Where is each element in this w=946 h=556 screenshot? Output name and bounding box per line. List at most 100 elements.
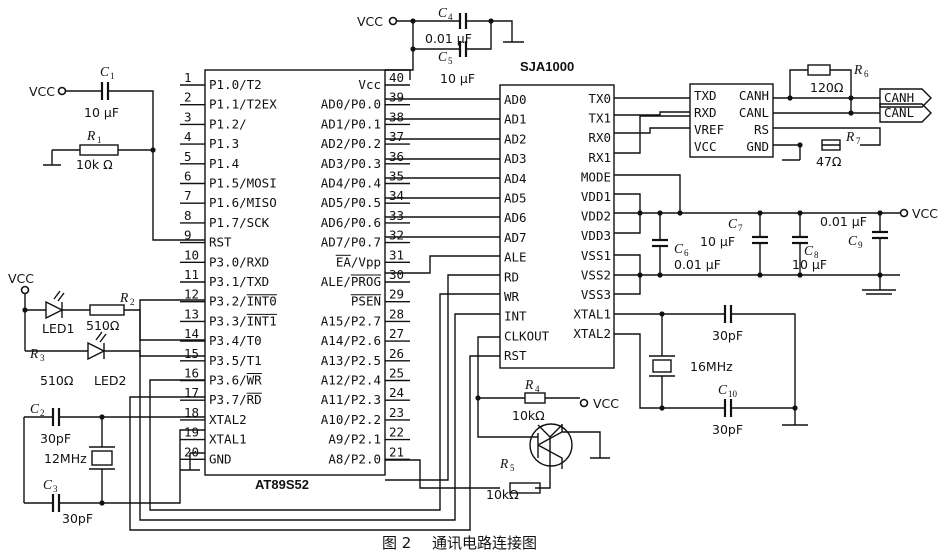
- mcu-pin-label: GND: [209, 451, 232, 466]
- mcu-pin-number: 4: [184, 129, 192, 144]
- mcu-pin-number: 39: [389, 90, 404, 105]
- c4-sub: 4: [448, 12, 453, 22]
- c3-value: 30pF: [62, 511, 93, 526]
- mcu-pin-number: 19: [184, 425, 199, 440]
- mcu-pin-label: A14/P2.6: [321, 333, 381, 348]
- mcu-pin-label: P1.5/MOSI: [209, 176, 277, 191]
- crystal-16mhz: [652, 359, 672, 373]
- c8-ref: C: [804, 243, 814, 258]
- mcu-pin-number: 17: [184, 385, 199, 400]
- vcc-label-left: VCC: [29, 84, 55, 99]
- led-indicators: VCC LED1 R 2 510Ω R 3 510Ω LED2: [8, 271, 205, 388]
- mcu-pin-number: 23: [389, 405, 404, 420]
- mcu-pin-number: 40: [389, 70, 404, 85]
- sja-pin-label: INT: [504, 309, 527, 324]
- r7-sub: 7: [856, 136, 861, 146]
- canl-label: CANL: [884, 105, 914, 120]
- sja1000-pins: AD0AD1AD2AD3AD4AD5AD6AD7ALERDWRINTCLKOUT…: [504, 91, 611, 363]
- mcu-pin-number: 31: [389, 247, 404, 262]
- mcu-pin-number: 10: [184, 247, 199, 262]
- mcu-pin-number: 20: [184, 444, 199, 459]
- top-supply-decoupling: VCC C 4 0.01 μF C 5 10 μF: [357, 5, 524, 86]
- mcu-pin-label: P1.1/T2EX: [209, 97, 277, 112]
- reset-transistor: [529, 423, 573, 467]
- sja-pin-label: AD7: [504, 230, 527, 245]
- sja-pin-label: AD1: [504, 112, 527, 127]
- mcu-pin-label: A12/P2.4: [321, 373, 381, 388]
- mcu-pin-number: 6: [184, 169, 192, 184]
- c10-value: 30pF: [712, 422, 743, 437]
- mcu-pin-label: A10/P2.2: [321, 412, 381, 427]
- trx-pin-rs: RS: [754, 122, 769, 137]
- sja-pin-label: AD5: [504, 191, 527, 206]
- vcc-label-led: VCC: [8, 271, 34, 286]
- c10-ref: C: [718, 382, 728, 397]
- sja1000-chip: SJA1000 AD0AD1AD2AD3AD4AD5AD6AD7ALERDWRI…: [499, 59, 615, 369]
- r5-value: 10kΩ: [486, 487, 519, 502]
- sja-pin-label: VSS2: [581, 267, 611, 282]
- mcu-pin-number: 14: [184, 326, 199, 341]
- figure-number: 图 2: [382, 534, 411, 552]
- r1-resistor: [79, 144, 119, 156]
- x1-value: 12MHz: [44, 451, 87, 466]
- mcu-pin-number: 8: [184, 208, 192, 223]
- vcc-terminal-led: [20, 285, 30, 295]
- mcu-crystal-circuit: C 2 30pF 12MHz C 3 30pF: [23, 401, 205, 526]
- vcc-label-top: VCC: [357, 14, 383, 29]
- mcu-pin-label: P3.2/INT0: [209, 294, 277, 309]
- sja-pin-label: VDD1: [581, 189, 611, 204]
- trx-pin-gnd: GND: [746, 139, 769, 154]
- c2-value: 30pF: [40, 431, 71, 446]
- mcu-pin-label: P3.7/RD: [209, 392, 262, 407]
- r3-sub: 3: [40, 353, 45, 363]
- crystal-12mhz: [91, 450, 113, 466]
- sja-pin-label: TX0: [588, 91, 611, 106]
- reset-network: VCC C 1 10 μF R 1 10k Ω: [29, 64, 205, 241]
- c7-value: 10 μF: [700, 234, 735, 249]
- sja-pin-label: AD3: [504, 151, 527, 166]
- mcu-pin-label: AD6/P0.6: [321, 215, 381, 230]
- sja-pin-label: ALE: [504, 250, 527, 265]
- mcu-pin-label: RST: [209, 235, 232, 250]
- sja-pin-label: VDD3: [581, 228, 611, 243]
- mcu-pin-number: 29: [389, 287, 404, 302]
- sja-pin-label: AD0: [504, 92, 527, 107]
- can-bus-termination: CANH CANL 120Ω R 6: [773, 62, 932, 123]
- mcu-pin-label: AD4/P0.4: [321, 176, 381, 191]
- c9-value: 0.01 μF: [820, 214, 867, 229]
- c9-ref: C: [848, 233, 858, 248]
- mcu-pin-label: EA/Vpp: [336, 254, 381, 269]
- mcu-pin-label: A8/P2.0: [328, 451, 381, 466]
- mcu-pin-label: XTAL2: [209, 412, 247, 427]
- r7-ref: R: [845, 129, 855, 144]
- mcu-pin-number: 26: [389, 346, 404, 361]
- mcu-pin-number: 36: [389, 149, 404, 164]
- transceiver-body: [689, 83, 774, 158]
- c5-value: 10 μF: [440, 71, 475, 86]
- mcu-pin-number: 12: [184, 287, 199, 302]
- c10-sub: 10: [728, 389, 738, 399]
- c8-sub: 8: [814, 250, 819, 260]
- c1-sub: 1: [110, 71, 115, 81]
- mcu-pin-label: P1.7/SCK: [209, 215, 270, 230]
- mcu-pin-label: Vcc: [358, 77, 381, 92]
- sja-pin-label: VDD2: [581, 209, 611, 224]
- c7-sub: 7: [738, 223, 743, 233]
- sja-pin-label: AD4: [504, 171, 527, 186]
- trx-pin-vref: VREF: [694, 122, 724, 137]
- r1-sub: 1: [97, 135, 102, 145]
- r1-value: 10k Ω: [76, 157, 113, 172]
- mcu-pin-label: P1.4: [209, 156, 239, 171]
- can-transceiver-chip: TXD RXD VREF VCC CANH CANL RS GND: [689, 83, 774, 158]
- sja-pin-label: MODE: [581, 169, 611, 184]
- vcc-terminal-top: [388, 16, 398, 26]
- r6-ref: R: [853, 62, 863, 77]
- r5-sub: 5: [510, 463, 515, 473]
- vcc-label-right: VCC: [912, 206, 938, 221]
- mcu-pin-number: 32: [389, 228, 404, 243]
- r7-resistor: [821, 139, 841, 151]
- c7-ref: C: [728, 216, 738, 231]
- mcu-pin-label: P1.2/: [209, 116, 247, 131]
